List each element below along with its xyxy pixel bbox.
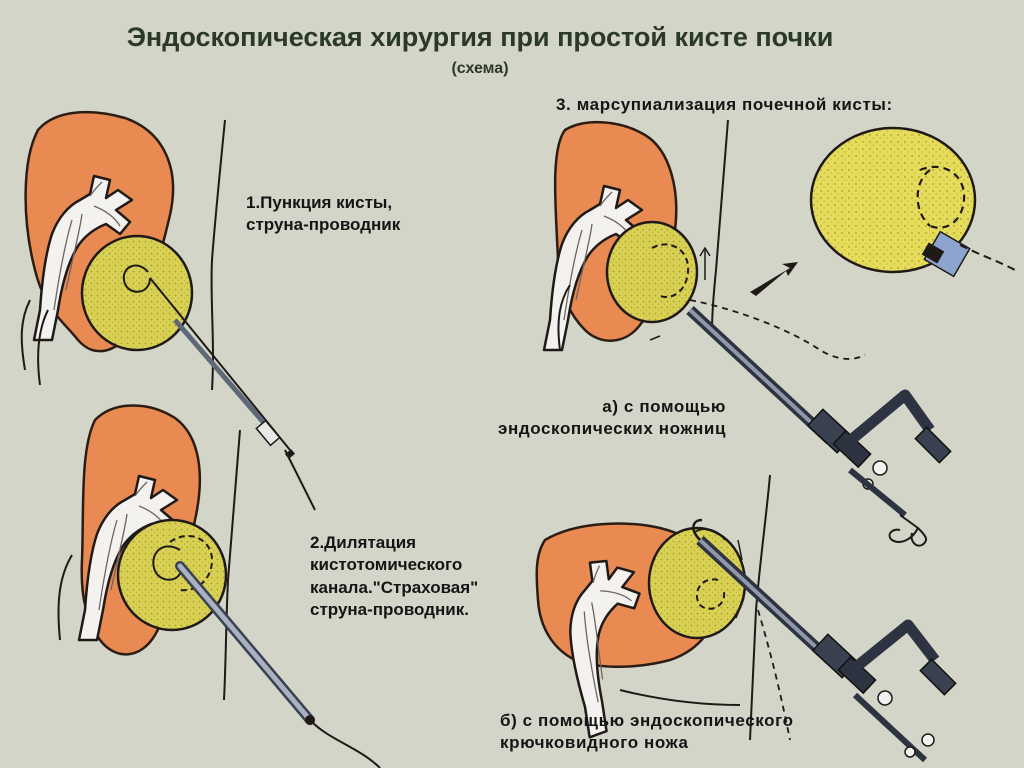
endoscope-scissors <box>686 305 952 547</box>
page-subtitle: (схема) <box>451 60 509 77</box>
option-a-label: а) с помощью эндоскопических ножниц <box>498 396 726 441</box>
arrow-icon <box>750 262 798 296</box>
puncture-needle <box>173 318 272 432</box>
skin-line <box>749 474 771 741</box>
step1-line1: 1.Пункция кисты, <box>246 193 393 212</box>
option-a-line1: а) с помощью <box>602 397 726 416</box>
step1-label: 1.Пункция кисты, струна-проводник <box>246 192 400 237</box>
step2-line3: канала."Страховая" <box>310 577 479 597</box>
cyst-illustration <box>605 220 699 324</box>
panel-puncture <box>20 110 316 511</box>
panel-hook-knife <box>532 474 957 763</box>
option-b-line2: крючковидного ножа <box>500 733 689 753</box>
cyst-illustration <box>80 234 194 352</box>
cyst-illustration <box>116 518 228 632</box>
hook-knife-icon <box>692 518 703 541</box>
option-b-label: б) с помощью эндоскопического крючковидн… <box>500 710 794 755</box>
panel-marsupialization <box>542 119 1016 360</box>
guidewire <box>311 721 381 768</box>
skin-line <box>711 119 729 331</box>
skin-line <box>210 119 226 391</box>
scissors-icon <box>888 514 928 547</box>
step2-line4: струна-проводник. <box>310 600 469 620</box>
cyst-magnified <box>809 126 977 274</box>
step1-line2: струна-проводник <box>246 215 401 235</box>
option-b-line1: б) с помощью эндоскопического <box>500 711 794 730</box>
page-title: Эндоскопическая хирургия при простой кис… <box>126 22 834 52</box>
panel-dilatation <box>57 404 381 768</box>
step3-heading: 3. марсупиализация почечной кисты: <box>556 95 893 114</box>
step2-label: 2.Дилятация кистотомического канала."Стр… <box>310 532 478 622</box>
skin-line <box>223 429 241 701</box>
step2-line1: 2.Дилятация <box>310 533 417 552</box>
option-a-line2: эндоскопических ножниц <box>498 419 726 439</box>
step2-line2: кистотомического <box>310 555 463 575</box>
